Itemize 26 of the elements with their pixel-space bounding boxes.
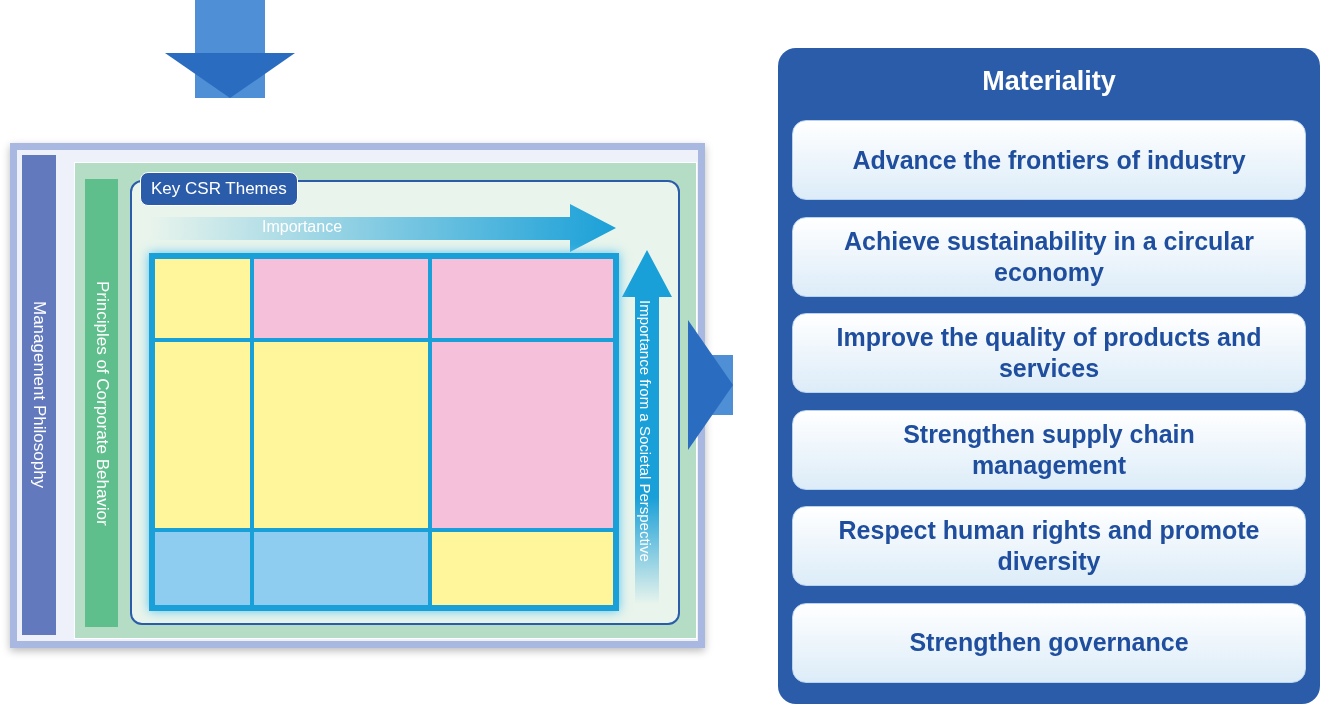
matrix-cell bbox=[153, 257, 252, 340]
axis-label: Importance from a Societal Perspective bbox=[637, 300, 654, 562]
matrix-cell bbox=[430, 530, 615, 607]
matrix-cell bbox=[153, 530, 252, 607]
matrix-cell bbox=[153, 340, 252, 530]
principles-panel bbox=[74, 162, 697, 639]
matrix-cell bbox=[252, 530, 430, 607]
vertical-heading: Management Philosophy bbox=[22, 155, 56, 635]
materiality-panel bbox=[778, 48, 1320, 704]
matrix-cell bbox=[252, 340, 430, 530]
tab-label: Key CSR Themes bbox=[140, 172, 298, 206]
vertical-heading: Principles of Corporate Behavior bbox=[85, 179, 118, 627]
materiality-item: Respect human rights and promote diversity bbox=[792, 506, 1306, 586]
management-philosophy-panel bbox=[10, 143, 705, 648]
matrix-cell bbox=[252, 257, 430, 340]
materiality-item: Strengthen supply chain management bbox=[792, 409, 1306, 490]
arrow bbox=[165, 0, 295, 98]
arrow bbox=[688, 320, 733, 450]
matrix-cell bbox=[430, 257, 615, 340]
matrix-cell bbox=[430, 340, 615, 530]
materiality-item: Improve the quality of products and services bbox=[792, 313, 1306, 393]
axis-label: Importance bbox=[262, 218, 343, 236]
materiality-item: Advance the frontiers of industry bbox=[792, 120, 1306, 200]
materiality-item: Achieve sustainability in a circular economy bbox=[792, 216, 1306, 297]
materiality-item: Strengthen governance bbox=[792, 602, 1306, 683]
panel-heading: Materiality bbox=[981, 66, 1117, 97]
